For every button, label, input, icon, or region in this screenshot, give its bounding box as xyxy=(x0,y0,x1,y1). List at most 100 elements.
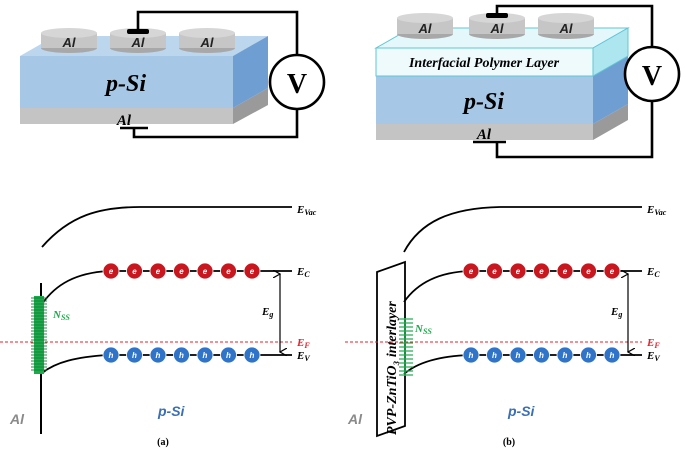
vac-label-a: EVac xyxy=(296,204,317,217)
electron-b-glyph-5: e xyxy=(563,267,568,276)
vacuum-level-a xyxy=(41,206,292,248)
hole-b-glyph-5: h xyxy=(563,351,568,360)
top-probe-b xyxy=(486,13,508,18)
hole-a-glyph-6: h xyxy=(226,351,231,360)
hole-b-glyph-7: h xyxy=(610,351,615,360)
hole-a-glyph-3: h xyxy=(156,351,161,360)
al-contact-label-3-b: Al xyxy=(559,21,573,36)
interlayer-label-b: PVP-ZnTiO₃ interlayer xyxy=(385,301,400,435)
al-contact-label-2-a: Al xyxy=(131,35,145,50)
hole-b-glyph-3: h xyxy=(516,351,521,360)
electron-a-2 xyxy=(126,262,143,280)
interface-states-a xyxy=(31,296,47,374)
si-front-a xyxy=(20,56,233,108)
vacuum-level-b xyxy=(403,206,642,253)
hole-b-2 xyxy=(486,346,503,364)
electron-b-glyph-1: e xyxy=(469,267,474,276)
hole-a-glyph-1: h xyxy=(109,351,114,360)
voltmeter-b xyxy=(623,45,681,103)
al-contact-label-1-b: Al xyxy=(418,21,432,36)
electron-a-4 xyxy=(173,262,190,280)
electron-b-3 xyxy=(509,262,527,280)
nss-bar-a xyxy=(34,296,44,374)
electron-b-glyph-2: e xyxy=(492,267,497,276)
substrate-label-b: p-Si xyxy=(462,89,504,115)
back-contact-label-b: Al xyxy=(476,127,492,143)
si-side-a xyxy=(233,36,268,108)
hole-a-glyph-7: h xyxy=(250,351,255,360)
ec-label-b: EC xyxy=(646,266,660,279)
electron-b-glyph-4: e xyxy=(539,267,544,276)
hole-a-4 xyxy=(173,346,190,364)
voltmeter-label-a: V xyxy=(287,69,307,100)
hole-a-1 xyxy=(102,346,120,364)
hole-a-2 xyxy=(126,346,143,364)
caption-b: (b) xyxy=(503,437,515,448)
al-contact-3-b xyxy=(538,13,594,39)
electron-a-glyph-7: e xyxy=(250,267,255,276)
back-contact-label-a: Al xyxy=(116,113,132,129)
hole-b-glyph-6: h xyxy=(586,351,591,360)
electron-b-glyph-3: e xyxy=(516,267,521,276)
electron-b-6 xyxy=(580,262,597,280)
caption-a: (a) xyxy=(157,437,169,448)
si-side-b xyxy=(593,56,628,124)
electron-a-glyph-5: e xyxy=(203,267,208,276)
semi-label-b: p-Si xyxy=(507,403,536,419)
substrate-label-a: p-Si xyxy=(104,71,146,97)
ef-label-b: EF xyxy=(646,337,660,350)
electron-a-5 xyxy=(196,262,214,280)
ev-label-b: EV xyxy=(646,350,660,363)
base-side-a xyxy=(233,88,268,124)
base-front-b xyxy=(376,124,593,140)
top-probe-a xyxy=(127,29,149,34)
al-contact-1-b xyxy=(397,13,453,39)
electron-a-7 xyxy=(243,262,261,280)
wire-top-a xyxy=(136,10,299,55)
ec-label-a: EC xyxy=(296,266,310,279)
electron-a-glyph-4: e xyxy=(179,267,184,276)
vac-label-b: EVac xyxy=(646,204,667,217)
device-a: Al Al Al p-Si Al V xyxy=(20,10,326,139)
nss-label-b: NSS xyxy=(414,323,432,336)
wire-bottom-a xyxy=(132,109,299,139)
hole-b-5 xyxy=(556,346,574,364)
hole-a-7 xyxy=(243,346,261,364)
hole-b-1 xyxy=(462,346,480,364)
electron-b-4 xyxy=(533,262,550,280)
hole-a-5 xyxy=(196,346,214,364)
al-contact-label-2-b: Al xyxy=(490,21,504,36)
hole-a-6 xyxy=(220,346,237,364)
ev-label-a: EV xyxy=(296,350,310,363)
electron-a-6 xyxy=(220,262,237,280)
electron-a-glyph-3: e xyxy=(156,267,161,276)
hole-b-3 xyxy=(509,346,527,364)
metal-label-b: Al xyxy=(347,411,363,427)
eg-label-a: Eg xyxy=(261,306,273,319)
wire-bottom-b xyxy=(495,101,654,159)
electron-a-glyph-1: e xyxy=(109,267,114,276)
electron-b-7 xyxy=(603,262,621,280)
electron-a-glyph-6: e xyxy=(226,267,231,276)
electron-a-3 xyxy=(149,262,167,280)
hole-b-4 xyxy=(533,346,550,364)
al-contact-label-3-a: Al xyxy=(200,35,214,50)
voltmeter-label-b: V xyxy=(642,61,662,92)
base-side-b xyxy=(593,104,628,140)
al-contact-1-a xyxy=(41,28,97,53)
electron-b-5 xyxy=(556,262,574,280)
eg-label-b: Eg xyxy=(610,306,622,319)
device-b: Interfacial Polymer Layer Al Al Al p-Si … xyxy=(374,4,681,159)
hole-a-glyph-4: h xyxy=(179,351,184,360)
base-front-a xyxy=(20,108,233,124)
al-contact-3-a xyxy=(179,28,235,53)
electron-a-glyph-2: e xyxy=(132,267,137,276)
